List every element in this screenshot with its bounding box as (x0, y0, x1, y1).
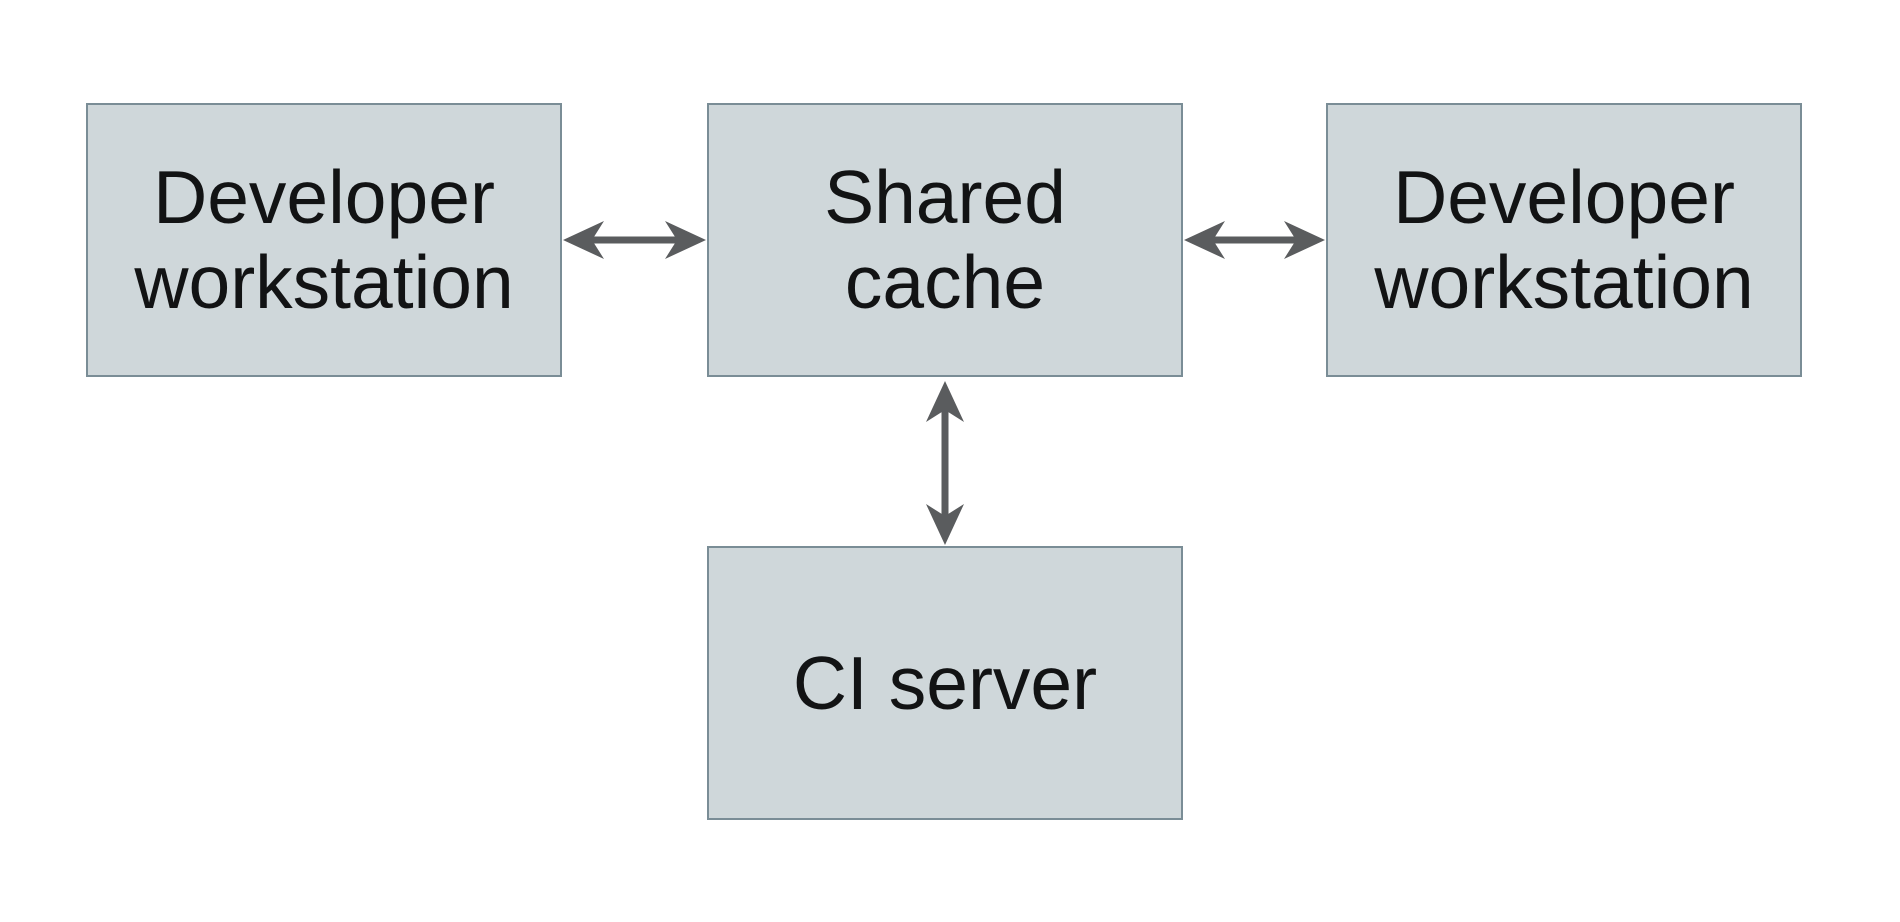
node-shared-cache: Shared cache (707, 103, 1183, 377)
bidirectional-arrow-cache-right-workstation-icon (1184, 221, 1325, 259)
node-developer-workstation-right: Developer workstation (1326, 103, 1802, 377)
bidirectional-arrow-cache-ci-server-icon (926, 381, 964, 545)
node-label-line: workstation (1374, 240, 1754, 324)
node-ci-server: CI server (707, 546, 1183, 820)
node-label: CI server (793, 641, 1097, 726)
node-label-line: Developer (1393, 155, 1735, 240)
node-label-line: cache (844, 240, 1046, 324)
node-developer-workstation-left: Developer workstation (86, 103, 562, 377)
node-label-line: Shared (824, 155, 1066, 240)
node-label: Developer workstation (134, 155, 513, 325)
node-label-line: CI server (792, 640, 1098, 725)
node-label: Shared cache (824, 155, 1066, 325)
node-label-line: Developer (153, 155, 495, 240)
node-label-line: workstation (134, 240, 514, 324)
bidirectional-arrow-left-workstation-cache-icon (563, 221, 706, 259)
node-label: Developer workstation (1374, 155, 1753, 325)
